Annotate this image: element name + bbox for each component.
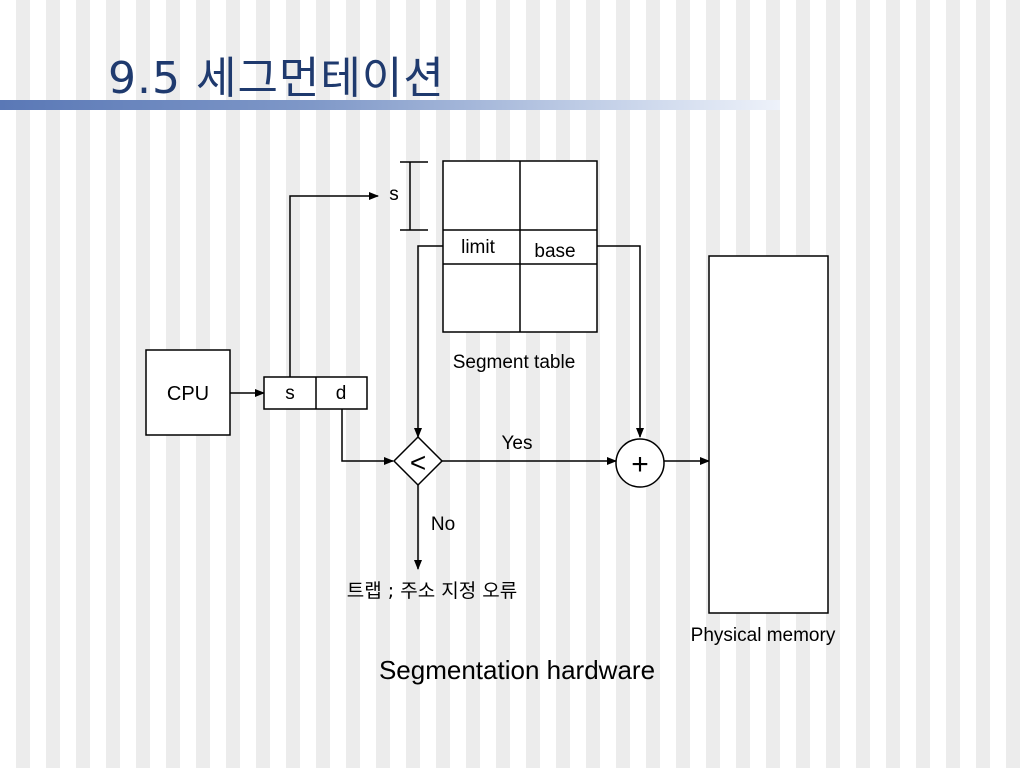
title-underline-bar xyxy=(0,100,780,110)
physical-memory-box xyxy=(708,255,829,614)
s-to-segment-index-arrow xyxy=(289,192,379,377)
cpu-label: CPU xyxy=(167,383,209,405)
address-s-field: s xyxy=(285,383,295,404)
limit-to-comparator-arrow xyxy=(414,245,443,438)
segment-index-label: s xyxy=(389,184,399,205)
adder-circle xyxy=(615,438,665,488)
cpu-box xyxy=(145,349,231,436)
trap-label: 트랩 ; 주소 지정 오류 xyxy=(347,580,517,602)
base-to-adder-arrow xyxy=(597,245,644,438)
yes-label: Yes xyxy=(502,433,533,454)
adder-symbol: + xyxy=(631,448,649,481)
d-to-comparator-arrow xyxy=(341,409,394,465)
base-label: base xyxy=(534,241,575,262)
segment-table-label: Segment table xyxy=(453,352,576,373)
physical-memory-label: Physical memory xyxy=(691,625,836,646)
comparator-symbol: < xyxy=(410,447,426,478)
no-label: No xyxy=(431,514,455,535)
diagram-caption: Segmentation hardware xyxy=(379,655,655,685)
address-d-field: d xyxy=(336,383,347,404)
limit-label: limit xyxy=(461,237,495,258)
slide-title: 9.5 세그먼테이션 xyxy=(108,53,445,104)
